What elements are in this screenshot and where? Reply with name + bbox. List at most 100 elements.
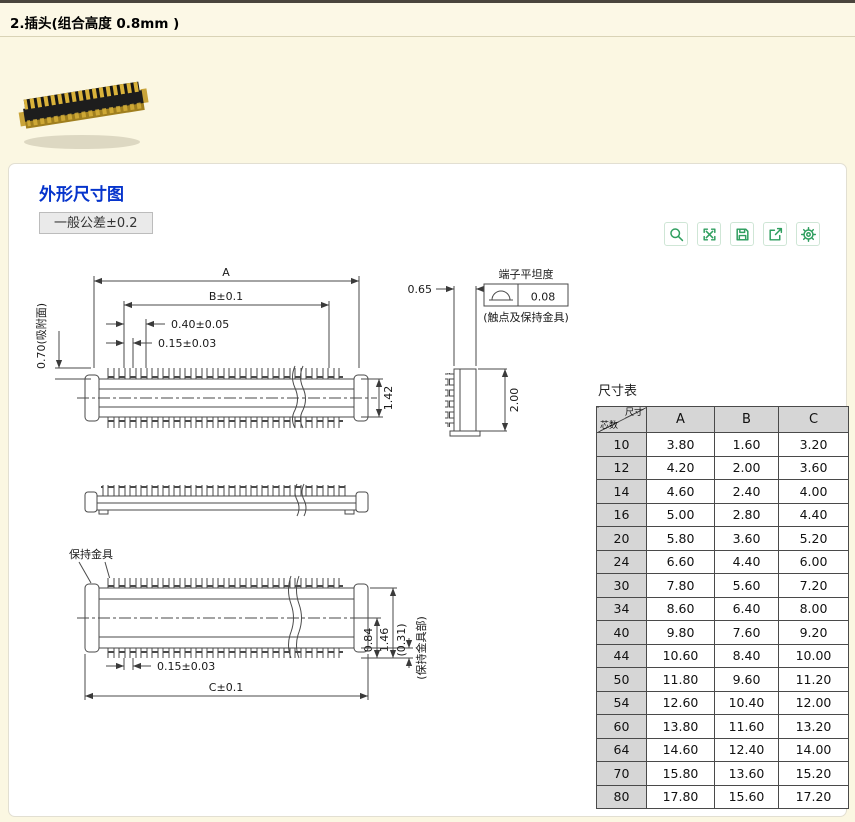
dimension-cell: 10.40 [714, 690, 779, 715]
dim-label-c: C±0.1 [209, 681, 243, 694]
pin-count-cell: 70 [596, 761, 647, 786]
dim-label-contact-top: 0.15±0.03 [158, 337, 216, 350]
expand-button[interactable] [697, 222, 721, 246]
column-header-b: B [714, 406, 779, 433]
dimension-cell: 4.60 [646, 479, 715, 504]
flatness-value: 0.08 [531, 291, 556, 304]
dimension-cell: 11.60 [714, 714, 779, 739]
dimension-cell: 4.40 [778, 502, 849, 527]
dimension-cell: 17.20 [778, 784, 849, 809]
dimension-cell: 15.80 [646, 761, 715, 786]
dimension-cell: 12.60 [646, 690, 715, 715]
top-view-dimensions: A B±0.1 0.40±0.05 0.15±0.03 0.70(吸附面) [34, 266, 395, 418]
dim-label-body-width: 1.42 [382, 386, 395, 411]
corner-header-cell: 尺寸 芯数 [596, 406, 647, 433]
save-icon [735, 227, 749, 241]
zoom-icon [669, 227, 683, 241]
save-button[interactable] [730, 222, 754, 246]
dimension-table-title: 尺寸表 [598, 384, 638, 399]
share-button[interactable] [763, 222, 787, 246]
tolerance-badge: 一般公差±0.2 [39, 212, 153, 234]
pin-count-cell: 20 [596, 526, 647, 551]
dimension-cell: 11.20 [778, 667, 849, 692]
dimension-cell: 15.60 [714, 784, 779, 809]
top-view-drawing [77, 365, 377, 429]
dim-label-suction-face: 0.70(吸附面) [34, 303, 48, 369]
drawing-toolbar [664, 222, 820, 246]
side-view-drawing: 0.65 端子平坦度 0.08 (触点及保持金具) 2.00 [408, 267, 569, 437]
retainer-note: (保持金具部) [414, 616, 428, 680]
corner-label-dimension: 尺寸 [624, 408, 643, 418]
side-profile-drawing [84, 483, 369, 517]
column-header-a: A [646, 406, 715, 433]
dimension-cell: 9.80 [646, 620, 715, 645]
bottom-view-drawing: 保持金具 [69, 547, 377, 659]
dimension-cell: 5.60 [714, 573, 779, 598]
pin-count-cell: 54 [596, 690, 647, 715]
dimension-cell: 8.00 [778, 596, 849, 621]
pin-count-cell: 34 [596, 596, 647, 621]
dim-label-tail: (0.31) [395, 623, 408, 656]
dimension-cell: 11.80 [646, 667, 715, 692]
dimension-cell: 4.40 [714, 549, 779, 574]
dimension-cell: 12.00 [778, 690, 849, 715]
dimension-cell: 13.80 [646, 714, 715, 739]
pin-count-cell: 30 [596, 573, 647, 598]
dimension-cell: 7.60 [714, 620, 779, 645]
dimension-cell: 10.00 [778, 643, 849, 668]
dimension-cell: 3.60 [714, 526, 779, 551]
dimension-cell: 1.60 [714, 432, 779, 457]
dimension-cell: 6.00 [778, 549, 849, 574]
expand-icon [702, 227, 716, 241]
dimension-cell: 7.80 [646, 573, 715, 598]
column-header-c: C [778, 406, 849, 433]
dimension-cell: 14.00 [778, 737, 849, 762]
dim-label-pitch: 0.40±0.05 [171, 318, 229, 331]
zoom-button[interactable] [664, 222, 688, 246]
dimension-drawing-svg: A B±0.1 0.40±0.05 0.15±0.03 0.70(吸附面) [34, 266, 569, 700]
dimension-drawing: A B±0.1 0.40±0.05 0.15±0.03 0.70(吸附面) [29, 256, 595, 732]
dim-label-a: A [222, 266, 230, 279]
dimension-cell: 15.20 [778, 761, 849, 786]
pin-count-cell: 24 [596, 549, 647, 574]
bottom-view-dimensions: 0.15±0.03 C±0.1 0.84 1.46 (0.31) (保持金具部) [84, 587, 428, 700]
dimension-cell: 3.20 [778, 432, 849, 457]
dimension-cell: 3.60 [778, 455, 849, 480]
dimension-cell: 12.40 [714, 737, 779, 762]
pin-count-cell: 50 [596, 667, 647, 692]
section-header-bar: 2.插头(组合高度 0.8mm ) [0, 0, 855, 37]
dimension-cell: 7.20 [778, 573, 849, 598]
dimension-cell: 9.60 [714, 667, 779, 692]
dim-label-height: 2.00 [508, 388, 521, 413]
dimension-cell: 9.20 [778, 620, 849, 645]
corner-label-pins: 芯数 [600, 421, 619, 431]
section-title: 2.插头(组合高度 0.8mm ) [10, 16, 180, 32]
panel-title: 外形尺寸图 [39, 185, 124, 205]
pin-count-cell: 60 [596, 714, 647, 739]
dimension-cell: 6.40 [714, 596, 779, 621]
pin-count-cell: 14 [596, 479, 647, 504]
settings-button[interactable] [796, 222, 820, 246]
flatness-note: (触点及保持金具) [483, 310, 569, 324]
dimension-cell: 8.60 [646, 596, 715, 621]
dim-label-b: B±0.1 [209, 290, 243, 303]
pin-count-cell: 80 [596, 784, 647, 809]
table-header-row: 尺寸 芯数 A B C [596, 406, 849, 433]
pin-count-cell: 44 [596, 643, 647, 668]
dimension-cell: 10.60 [646, 643, 715, 668]
dimension-cell: 2.00 [714, 455, 779, 480]
dimension-cell: 17.80 [646, 784, 715, 809]
